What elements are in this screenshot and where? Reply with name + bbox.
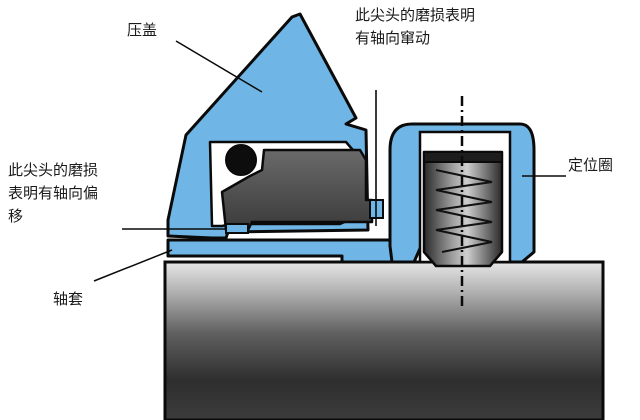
label-tip-axial-line1: 此尖头的磨损表明 bbox=[355, 6, 476, 24]
o-ring bbox=[225, 144, 257, 176]
label-tip-offset-line2: 表明有轴向偏 bbox=[8, 184, 99, 202]
label-gland: 压盖 bbox=[127, 21, 158, 39]
leader-sleeve bbox=[93, 249, 173, 282]
label-sleeve: 轴套 bbox=[53, 290, 84, 308]
label-tip-offset-line1: 此尖头的磨损 bbox=[8, 161, 99, 179]
leader-gland bbox=[175, 40, 263, 93]
shaft-sleeve bbox=[166, 238, 414, 264]
shaft bbox=[163, 260, 605, 420]
label-tip-offset-line3: 移 bbox=[8, 207, 24, 225]
set-screw bbox=[422, 150, 504, 268]
seal-tip-left bbox=[225, 223, 249, 234]
label-locating-ring: 定位圈 bbox=[568, 156, 614, 174]
label-tip-axial-line2: 有轴向窜动 bbox=[355, 29, 431, 47]
